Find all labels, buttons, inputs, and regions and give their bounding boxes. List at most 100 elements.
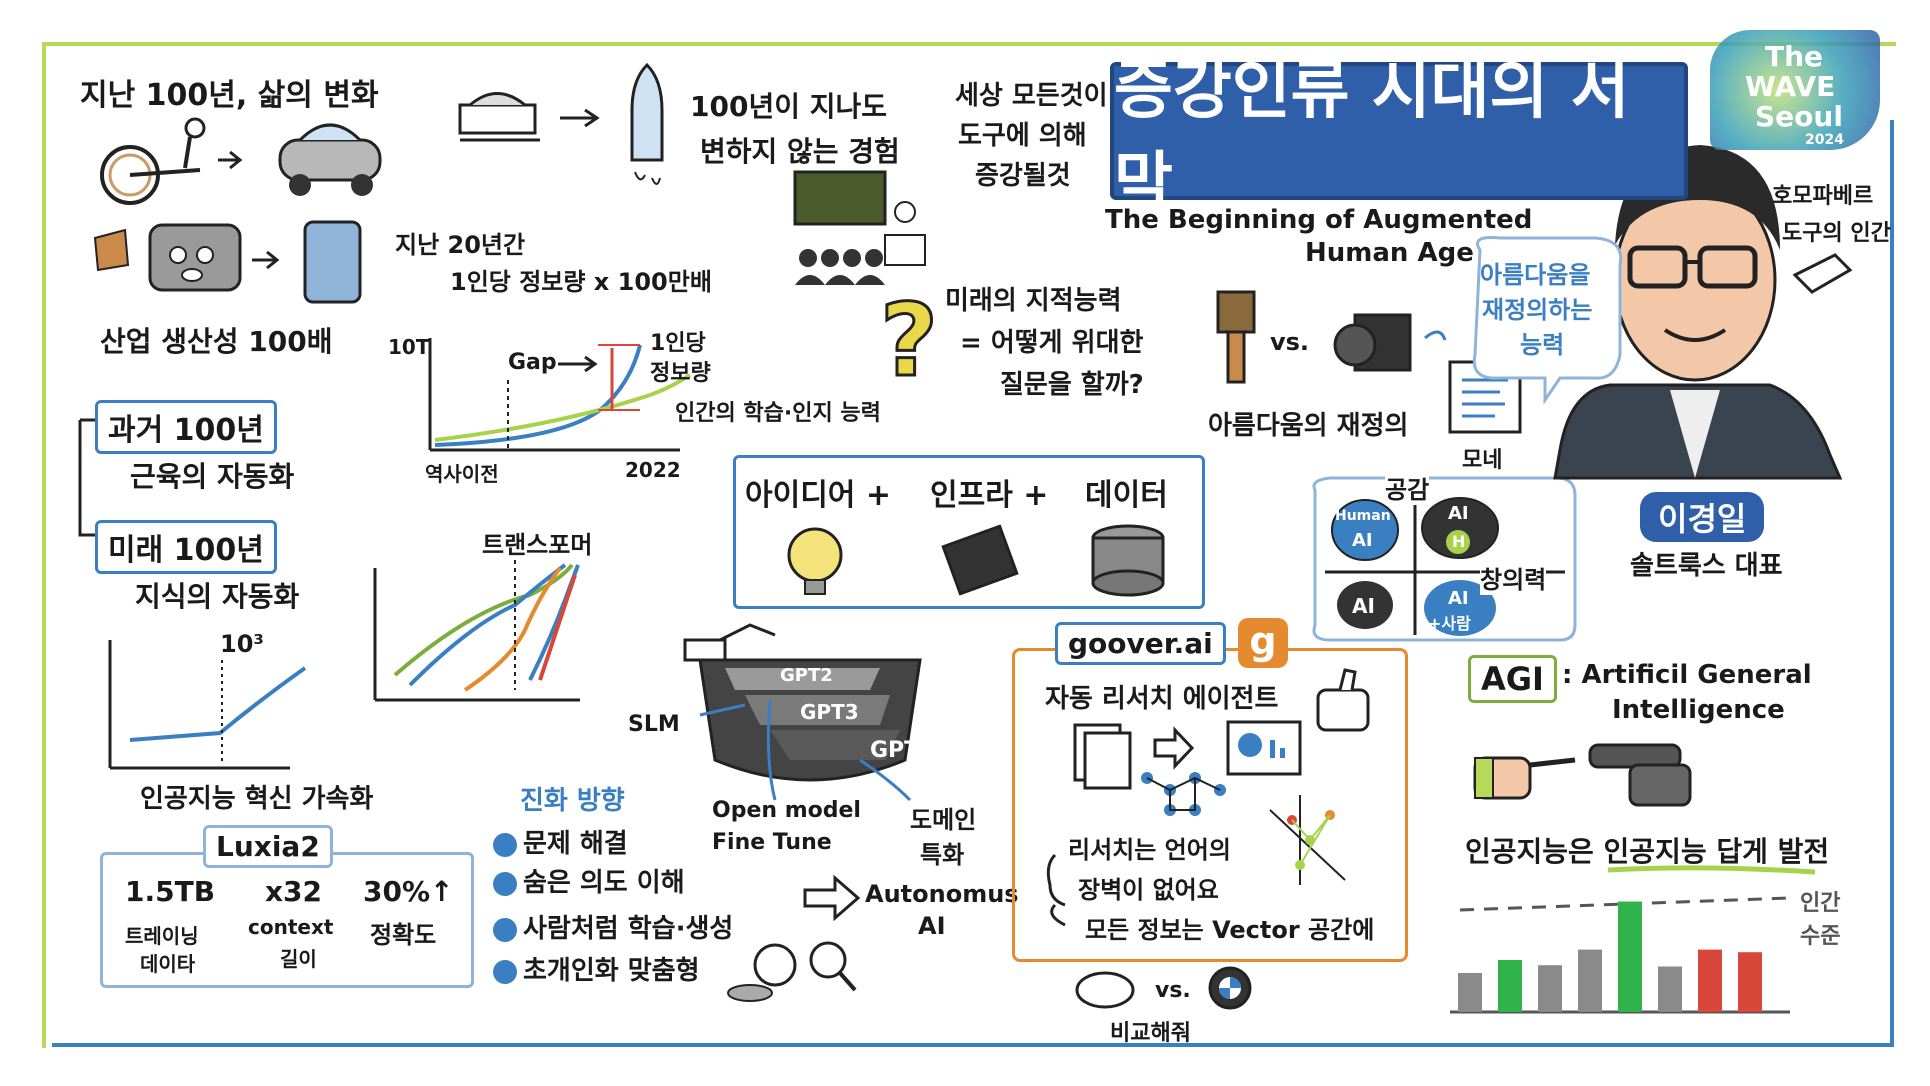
homo-line1: 호모파베르 <box>1772 184 1874 209</box>
gpt3-label: GPT3 <box>800 700 859 724</box>
q3-label: AI <box>1352 594 1375 618</box>
lightbulb-icon <box>787 527 843 595</box>
transformer-label: 트랜스포머 <box>482 531 593 559</box>
future-tag: 미래 100년 <box>95 520 277 574</box>
ai-accel-exp: 10³ <box>220 630 264 658</box>
life-heading: 지난 100년, 삶의 변화 <box>80 78 379 113</box>
autonomous-line1: Autonomus <box>865 880 1019 908</box>
logo-line1: The <box>1765 40 1824 73</box>
luxia-stat-2-value: 30%↑ <box>363 875 454 908</box>
evolution-item-1-text: 숨은 의도 이해 <box>523 868 685 898</box>
ai-accel-caption: 인공지능 혁신 가속화 <box>140 784 374 814</box>
page-title: 증강인류 시대의 서막 <box>1110 54 1688 220</box>
bullet-icon <box>493 832 517 857</box>
goover-logo: g <box>1238 618 1288 668</box>
brush-icon <box>1216 290 1256 384</box>
luxia-stat-0-label1: 트레이닝 <box>125 924 199 948</box>
smartphone-icon <box>303 220 362 304</box>
llm-layers <box>698 658 922 802</box>
evolution-item-1: 숨은 의도 이해 <box>493 862 685 899</box>
evolution-item-2-text: 사람처럼 학습·생성 <box>523 914 734 944</box>
question-mark-icon: ? <box>880 282 938 399</box>
agi-tag: AGI <box>1468 655 1557 703</box>
beauty-vs: vs. <box>1270 328 1310 356</box>
robot-hand-icon <box>1588 743 1692 807</box>
rocket-icon <box>630 62 664 185</box>
vector-space-icon <box>1269 795 1346 885</box>
person-magnifier-icon <box>727 941 857 1002</box>
evolution-heading: 진화 방향 <box>520 786 625 816</box>
bullet-icon <box>493 959 517 984</box>
ingredients-box <box>733 455 1205 609</box>
document-stack-icon <box>1073 723 1132 790</box>
goover-line2: 장벽이 없어요 <box>1078 876 1219 904</box>
agi-desc-line2: Intelligence <box>1612 695 1785 725</box>
camera-icon <box>1333 313 1412 372</box>
subtitle-line2: Human Age <box>1305 238 1474 268</box>
speech-bubble <box>1472 236 1623 405</box>
dashboard-icon <box>1226 720 1302 776</box>
speaker-portrait <box>1553 145 1843 480</box>
quadrant-top: 공감 <box>1385 470 1430 505</box>
bullet-icon <box>493 871 517 896</box>
ingredient-infra: 인프라 + <box>930 478 1049 513</box>
excavator-icon <box>683 623 776 662</box>
bottom-border <box>52 1043 1894 1047</box>
future-desc: 지식의 자동화 <box>135 580 300 613</box>
car-icon <box>278 123 382 196</box>
logo-line2: WAVE <box>1745 70 1836 103</box>
q2-line2: H <box>1452 532 1466 551</box>
luxia-tag: Luxia2 <box>203 825 333 868</box>
past-tag: 과거 100년 <box>95 400 277 454</box>
right-border <box>1890 120 1894 1046</box>
evolution-item-0-text: 문제 해결 <box>523 829 628 859</box>
old-phone-icon <box>93 223 242 292</box>
bar-3 <box>1578 949 1602 1012</box>
experience-line1: 100년이 지나도 <box>690 90 887 123</box>
luxia-stat-1-value: x32 <box>265 875 323 908</box>
goover-agent: 자동 리서치 에이전트 <box>1045 684 1279 714</box>
quadrant-right: 창의력 <box>1480 560 1547 595</box>
gpt4-label: GPT4 <box>870 738 935 763</box>
wrench-icon <box>1792 253 1853 294</box>
transformer-chart <box>373 560 580 702</box>
augment-line1: 세상 모든것이 <box>955 81 1108 111</box>
past-desc: 근육의 자동화 <box>130 460 295 493</box>
experience-line2: 변하지 않는 경험 <box>700 135 900 168</box>
question-line1: 미래의 지적능력 <box>945 286 1122 316</box>
cart-icon <box>458 92 540 142</box>
open-model-line1: Open model <box>712 798 861 823</box>
gap-label: Gap <box>508 350 557 375</box>
ingredient-idea: 아이디어 + <box>745 478 891 513</box>
q4-line1: AI <box>1448 588 1469 609</box>
bubble-line2: 재정의하는 <box>1482 296 1593 324</box>
luxia-stat-1-label2: 길이 <box>280 947 317 971</box>
evolution-item-3-text: 초개인화 맞춤형 <box>523 956 700 986</box>
classroom-icon <box>793 170 926 285</box>
luxia-stat-0-value: 1.5TB <box>125 875 216 908</box>
bar-4 <box>1618 901 1642 1012</box>
goover-compare: 비교해줘 <box>1110 1021 1191 1046</box>
ai-accel-chart <box>108 640 307 770</box>
network-icon <box>1141 772 1226 816</box>
bullet-icon <box>493 917 517 942</box>
luxia-stat-0-label2: 데이타 <box>140 952 196 976</box>
luxia-stat-1-label1: context <box>248 915 334 939</box>
bar-0 <box>1458 973 1482 1012</box>
q4-line2: +사람 <box>1428 614 1471 633</box>
agi-desc-line1: : Artificil General <box>1562 660 1812 690</box>
domain-line2: 특화 <box>920 841 965 869</box>
subtitle-line1: The Beginning of Augmented <box>1105 205 1533 235</box>
bubble-line1: 아름다움을 <box>1480 261 1591 289</box>
luxia-stat-2-label1: 정확도 <box>370 921 437 949</box>
monet-label: 모네 <box>1462 448 1503 473</box>
human-level-line1: 인간 <box>1800 891 1841 916</box>
homo-line2: 도구의 인간 <box>1782 221 1891 246</box>
agi-statement: 인공지능은 인공지능 답게 발전 <box>1465 835 1830 868</box>
info-line2: 1인당 정보량 x 100만배 <box>450 268 712 296</box>
slm-label: SLM <box>628 712 680 737</box>
ingredient-data: 데이터 <box>1085 478 1168 513</box>
goover-line3: 모든 정보는 Vector 공간에 <box>1085 916 1375 944</box>
q1-line1: Human <box>1335 508 1391 524</box>
